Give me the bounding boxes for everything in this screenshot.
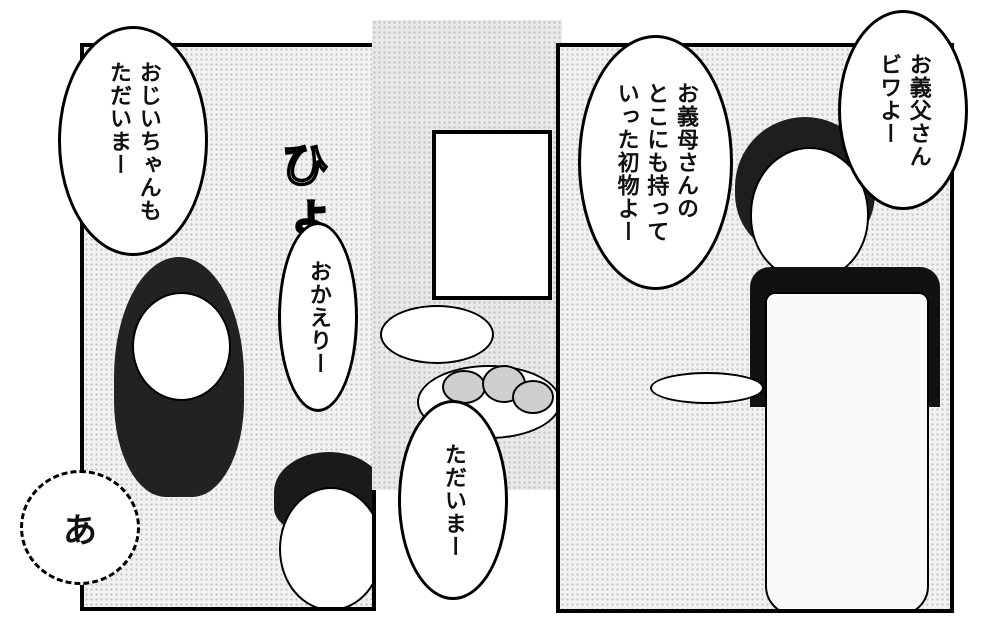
speech-bubble-boy: ただいまー	[398, 400, 508, 600]
boy-face	[279, 487, 372, 607]
plate	[380, 305, 494, 364]
woman-face	[750, 147, 869, 281]
speech-bubble-girl: おじいちゃんも ただいまー	[58, 26, 208, 256]
speech-text: あ	[63, 511, 97, 551]
thought-bubble-boy: あ	[20, 470, 140, 585]
speech-bubble-inner: お義母さんの とこにも持って いった初物よー	[578, 35, 733, 290]
speech-text: ただいまー	[440, 442, 466, 558]
speech-text: お義父さん ビワよー	[876, 52, 931, 168]
woman-apron	[765, 292, 929, 609]
girl-face	[132, 292, 231, 401]
speech-bubble-mother-offscreen: おかえりー	[278, 222, 358, 412]
speech-text: お義母さんの とこにも持って いった初物よー	[613, 82, 699, 243]
plate-in-hand	[650, 372, 764, 404]
loquat	[442, 370, 486, 404]
memorial-photo	[432, 130, 552, 300]
speech-text: おかえりー	[305, 259, 331, 375]
speech-text: おじいちゃんも ただいまー	[106, 60, 161, 222]
loquat	[512, 380, 554, 414]
speech-bubble-outer: お義父さん ビワよー	[838, 10, 968, 210]
